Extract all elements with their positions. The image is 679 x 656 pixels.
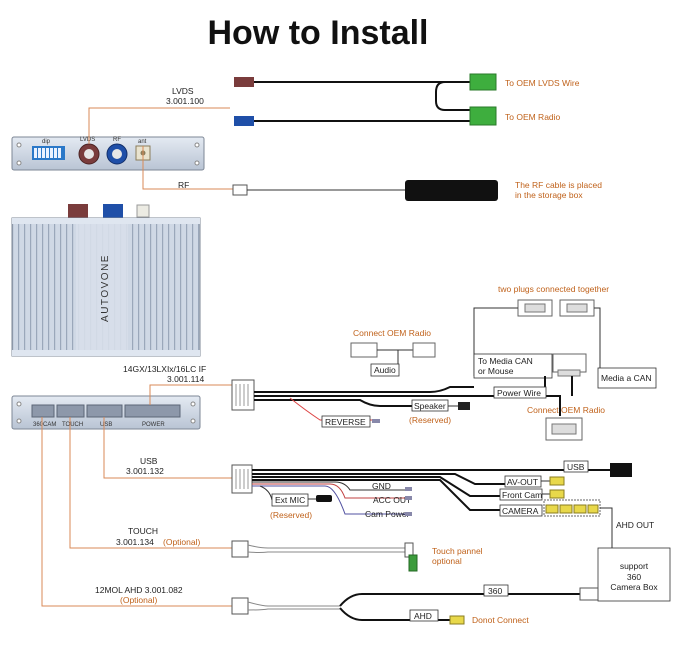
- usb-label: USB: [140, 456, 158, 466]
- port-360cam-label: 360CAM: [33, 422, 56, 428]
- brand-logo: AUTOVONE: [100, 254, 111, 322]
- radio-connector-bottom: [545, 417, 583, 441]
- speaker-reserved: (Reserved): [409, 415, 451, 425]
- lvds-code: 3.001.100: [166, 96, 204, 106]
- page-title: How to Install: [208, 14, 429, 52]
- port-usb-label: USB: [100, 422, 112, 428]
- audio-box: [370, 363, 400, 377]
- camera-box: [499, 504, 543, 517]
- usb-tag: USB: [567, 462, 585, 472]
- usb-harness: [231, 463, 632, 515]
- touch-panel-line2: optional: [432, 556, 462, 566]
- label-360-box: [483, 584, 509, 597]
- front-cam-label: Front Cam: [502, 490, 542, 500]
- speaker-plug: [448, 402, 470, 410]
- reverse-label: REVERSE: [325, 417, 366, 427]
- touch-code: 3.001.134: [116, 537, 154, 547]
- to-oem-lvds-label: To OEM LVDS Wire: [505, 78, 580, 88]
- camera-label: CAMERA: [502, 506, 539, 516]
- gnd-terminal: [405, 487, 412, 491]
- media-a-can-box: [597, 367, 657, 389]
- to-media-can-label: To Media CAN: [478, 356, 533, 366]
- leader-lines: [41, 107, 233, 607]
- support-label: support: [620, 561, 649, 571]
- module-body: AUTOVONE: [11, 204, 201, 357]
- media-can-box: [473, 353, 553, 379]
- gnd-label: GND: [372, 481, 391, 491]
- audio-label: Audio: [374, 365, 396, 375]
- ahd-label: 12MOL AHD 3.001.082: [95, 585, 183, 595]
- radio-port: [106, 143, 128, 165]
- camera-360-box: [597, 547, 671, 602]
- dip-switch: [32, 146, 65, 160]
- cam-power-label: Cam Power: [365, 509, 410, 519]
- touch-label: TOUCH: [128, 526, 158, 536]
- ant-port-label: ant: [138, 139, 147, 145]
- connect-oem-radio-top: Connect OEM Radio: [353, 328, 431, 338]
- reverse-box: [321, 415, 371, 428]
- ahd-optional: (Optional): [120, 595, 157, 605]
- reverse-terminal: [372, 419, 380, 423]
- camera-box-label: Camera Box: [610, 582, 658, 592]
- rf-note-line1: The RF cable is placed: [515, 180, 602, 190]
- harness-code: 3.001.114: [167, 374, 204, 384]
- lvds-port-label: LVDS: [80, 137, 95, 143]
- touch-panel-line1: Touch pannel: [432, 546, 483, 556]
- av-out-plug: [541, 476, 565, 486]
- power-wire-label: Power Wire: [497, 388, 541, 398]
- label-360: 360: [488, 586, 502, 596]
- rf-cable: [232, 180, 498, 201]
- media-a-can-label: Media a CAN: [601, 373, 652, 383]
- rf-note-line2: in the storage box: [515, 190, 583, 200]
- ext-mic-label: Ext MIC: [275, 495, 305, 505]
- usb-tag-box: [563, 460, 589, 473]
- ahd-tag: AHD: [414, 611, 432, 621]
- dip-port-label: dip: [42, 139, 51, 145]
- can-connector: [552, 353, 587, 377]
- av-out-label: AV-OUT: [507, 477, 538, 487]
- support-360-label: 360: [627, 572, 641, 582]
- lvds-port: [78, 143, 100, 165]
- ahd-cable: [231, 587, 599, 625]
- harness-model: 14GX/13LXIx/16LC IF: [123, 364, 206, 374]
- audio-connector: [350, 342, 436, 368]
- touch-optional: (Optional): [163, 537, 200, 547]
- donot-connect-label: Donot Connect: [472, 615, 529, 625]
- rf-label: RF: [178, 180, 189, 190]
- front-cam-plug: [542, 489, 565, 499]
- two-plugs-label: two plugs connected together: [498, 284, 609, 294]
- camera-plugs: [543, 499, 613, 548]
- power-wire-box: [493, 386, 547, 399]
- module-bottom-panel: 360CAM TOUCH USB POWER: [11, 395, 201, 430]
- acc-out-label: ACC OUT: [373, 495, 411, 505]
- ahd-box: [409, 609, 439, 622]
- two-plugs: [517, 299, 595, 317]
- rf-port-label: RF: [113, 137, 121, 143]
- port-touch-label: TOUCH: [62, 422, 83, 428]
- ext-mic-box: [271, 493, 309, 507]
- touch-cable: [231, 540, 418, 572]
- module-top-panel: dip LVDS RF ant: [11, 136, 205, 171]
- acc-terminal: [405, 496, 412, 500]
- lvds-label: LVDS: [172, 86, 194, 96]
- port-power-label: POWER: [142, 422, 165, 428]
- or-mouse-label: or Mouse: [478, 366, 514, 376]
- lvds-cable: [234, 73, 497, 126]
- ext-mic-reserved: (Reserved): [270, 510, 312, 520]
- speaker-label: Speaker: [414, 401, 446, 411]
- ext-mic-plug: [308, 495, 332, 502]
- ahd-out-label: AHD OUT: [616, 520, 654, 530]
- cam-power-terminal: [405, 512, 412, 516]
- power-harness: [231, 376, 573, 421]
- connect-oem-radio-bottom: Connect OEM Radio: [527, 405, 605, 415]
- to-oem-radio-label: To OEM Radio: [505, 112, 561, 122]
- usb-code: 3.001.132: [126, 466, 164, 476]
